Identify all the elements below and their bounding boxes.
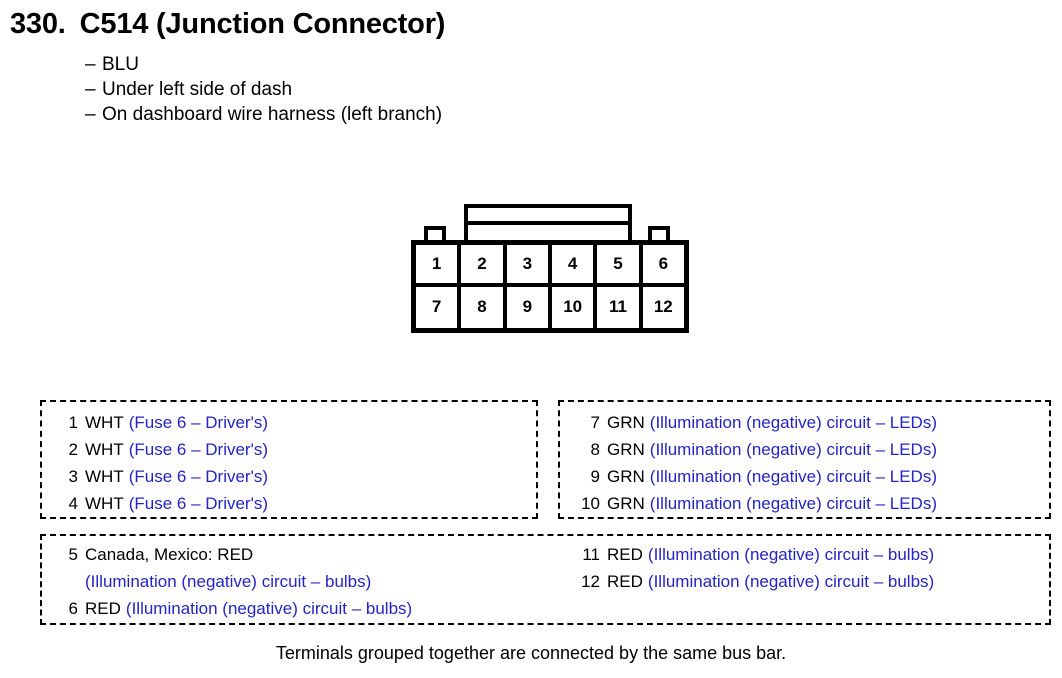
terminal-group-box-3 bbox=[40, 534, 1051, 625]
pin-entry-number: 3 bbox=[68, 467, 78, 486]
connector-pin-10[interactable]: 10 bbox=[551, 286, 598, 328]
pin-entry-wire-color: Canada, Mexico: RED bbox=[85, 545, 254, 564]
pin-entry-circuit: (Illumination (negative) circuit – bulbs… bbox=[85, 572, 372, 591]
pin-entry-7: 7 GRN(Illumination (negative) circuit – L… bbox=[578, 409, 937, 436]
pin-entry-number: 9 bbox=[590, 467, 600, 486]
pin-entry-number: 2 bbox=[68, 440, 78, 459]
note-text: Under left side of dash bbox=[102, 79, 293, 100]
connector-pin-9[interactable]: 9 bbox=[506, 286, 552, 328]
pin-list-group-3-left: 5 Canada, Mexico: RED (Illumination (negat… bbox=[56, 541, 413, 622]
note-text: BLU bbox=[102, 54, 139, 75]
connector-pin-3[interactable]: 3 bbox=[506, 245, 552, 287]
pin-entry-wire-color: GRN bbox=[607, 494, 645, 513]
footer-caption: Terminals grouped together are connected… bbox=[275, 643, 787, 663]
page-title: 330. C514 (Junction Connector) bbox=[10, 8, 445, 41]
connector-pin-7[interactable]: 7 bbox=[416, 286, 462, 328]
connector-pin-11[interactable]: 11 bbox=[597, 286, 643, 328]
pin-entry-wire-color: WHT bbox=[85, 413, 124, 432]
pin-entry-circuit: (Fuse 6 – Driver's) bbox=[128, 413, 268, 432]
connector-tab-divider-line bbox=[464, 221, 632, 225]
pin-entry-number: 10 bbox=[581, 494, 600, 513]
pin-entry-number: 5 bbox=[68, 545, 78, 564]
pin-entry-5: 5 Canada, Mexico: RED (Illumination (negat… bbox=[56, 541, 412, 595]
connector-notch-left bbox=[424, 226, 446, 244]
pin-entry-2: 2 WHT(Fuse 6 – Driver's) bbox=[56, 436, 268, 463]
connector-note-2: –Under left side of dash bbox=[85, 77, 442, 102]
pin-entry-circuit: (Fuse 6 – Driver's) bbox=[128, 467, 268, 486]
terminal-group-box-1 bbox=[40, 400, 538, 519]
pin-entry-wire-color: RED bbox=[607, 572, 643, 591]
pin-entry-wire-color: WHT bbox=[85, 467, 124, 486]
pin-entry-wire-color: WHT bbox=[85, 440, 124, 459]
pin-entry-3: 3 WHT(Fuse 6 – Driver's) bbox=[56, 463, 268, 490]
connector-notch-right bbox=[648, 226, 670, 244]
pin-entry-circuit: (Illumination (negative) circuit – bulbs… bbox=[125, 599, 413, 618]
pin-entry-circuit: (Illumination (negative) circuit – LEDs) bbox=[649, 413, 937, 432]
note-dash-icon: – bbox=[85, 79, 96, 100]
pin-entry-circuit: (Fuse 6 – Driver's) bbox=[128, 494, 268, 513]
pin-entry-1: 1 WHT(Fuse 6 – Driver's) bbox=[56, 409, 268, 436]
connector-pin-1[interactable]: 1 bbox=[416, 245, 462, 287]
pin-entry-number: 6 bbox=[68, 599, 78, 618]
pin-entry-number: 4 bbox=[68, 494, 78, 513]
section-number: 330. bbox=[10, 8, 66, 40]
pin-entry-number: 1 bbox=[68, 413, 78, 432]
connector-pin-5[interactable]: 5 bbox=[597, 245, 643, 287]
pin-entry-number: 11 bbox=[582, 545, 600, 564]
pin-entry-9: 9 GRN(Illumination (negative) circuit – L… bbox=[578, 463, 937, 490]
note-dash-icon: – bbox=[85, 104, 96, 125]
pin-entry-circuit: (Illumination (negative) circuit – bulbs… bbox=[647, 545, 935, 564]
pin-entry-8: 8 GRN(Illumination (negative) circuit – L… bbox=[578, 436, 937, 463]
pin-entry-4: 4 WHT(Fuse 6 – Driver's) bbox=[56, 490, 268, 517]
pin-entry-wire-color: WHT bbox=[85, 494, 124, 513]
note-text: On dashboard wire harness (left branch) bbox=[102, 104, 443, 125]
pin-entry-wire-color: GRN bbox=[607, 440, 645, 459]
connector-note-1: –BLU bbox=[85, 52, 442, 77]
connector-pin-2[interactable]: 2 bbox=[461, 245, 507, 287]
pin-entry-11: 11 RED(Illumination (negative) circuit – … bbox=[578, 541, 934, 568]
pin-entry-10: 10 GRN(Illumination (negative) circuit – … bbox=[578, 490, 937, 517]
connector-notes-list: –BLU–Under left side of dash–On dashboar… bbox=[85, 52, 442, 127]
pin-entry-circuit: (Illumination (negative) circuit – LEDs) bbox=[649, 440, 937, 459]
pin-entry-circuit: (Illumination (negative) circuit – LEDs) bbox=[649, 467, 937, 486]
pin-entry-wire-color: RED bbox=[607, 545, 643, 564]
pin-entry-number: 8 bbox=[590, 440, 600, 459]
connector-title: C514 (Junction Connector) bbox=[79, 8, 446, 40]
terminal-group-box-2 bbox=[558, 400, 1051, 519]
connector-pin-4[interactable]: 4 bbox=[551, 245, 598, 287]
connector-pin-8[interactable]: 8 bbox=[461, 286, 507, 328]
pin-entry-number: 12 bbox=[581, 572, 600, 591]
pin-entry-number: 7 bbox=[590, 413, 600, 432]
connector-pin-6[interactable]: 6 bbox=[642, 245, 684, 287]
connector-note-3: –On dashboard wire harness (left branch) bbox=[85, 102, 442, 127]
pin-entry-circuit: (Illumination (negative) circuit – LEDs) bbox=[649, 494, 937, 513]
pin-entry-6: 6 RED(Illumination (negative) circuit – b… bbox=[56, 595, 413, 622]
pin-entry-circuit: (Fuse 6 – Driver's) bbox=[128, 440, 268, 459]
note-dash-icon: – bbox=[85, 54, 96, 75]
pin-entry-12: 12 RED(Illumination (negative) circuit – … bbox=[578, 568, 934, 595]
connector-pin-12[interactable]: 12 bbox=[642, 286, 684, 328]
pin-entry-wire-color: GRN bbox=[607, 467, 645, 486]
pin-entry-wire-color: GRN bbox=[607, 413, 645, 432]
pin-entry-wire-color: RED bbox=[85, 599, 121, 618]
pin-entry-circuit: (Illumination (negative) circuit – bulbs… bbox=[647, 572, 935, 591]
